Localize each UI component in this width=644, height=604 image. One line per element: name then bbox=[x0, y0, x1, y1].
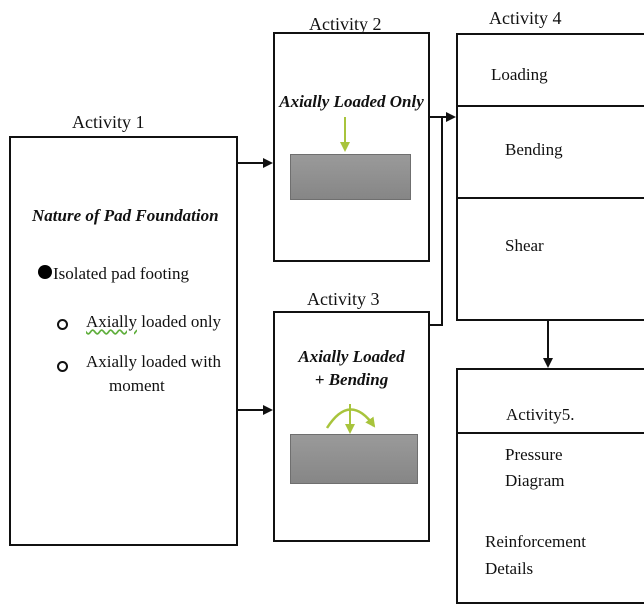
activity-3-caption-line1: Axially Loaded bbox=[298, 347, 405, 366]
isolated-pad-footing-label: Isolated pad footing bbox=[53, 264, 189, 283]
loaded-only-text: loaded only bbox=[141, 312, 222, 331]
activity-4-divider bbox=[458, 197, 644, 199]
activity-4-row-bending: Bending bbox=[505, 140, 563, 159]
reinforcement-details-line2: Details bbox=[485, 559, 534, 578]
activity-1-title: Activity 1 bbox=[72, 112, 145, 132]
connector-a3-to-a4 bbox=[430, 117, 443, 326]
activity-4-title: Activity 4 bbox=[489, 8, 562, 28]
activity-4-box: Loading Bending Shear bbox=[456, 33, 644, 321]
pad-footing-block bbox=[290, 154, 411, 200]
filled-bullet-icon bbox=[38, 265, 52, 279]
activity-5-title: Activity5. bbox=[506, 405, 575, 424]
hollow-bullet-icon bbox=[57, 319, 68, 330]
activity-2-caption: Axially Loaded Only bbox=[279, 92, 424, 111]
pressure-diagram-line2: Diagram bbox=[505, 471, 565, 490]
axially-loaded-with-moment-option-line2: moment bbox=[109, 376, 165, 395]
activity-4-row-shear: Shear bbox=[505, 236, 544, 255]
pressure-diagram-line1: Pressure bbox=[505, 445, 563, 464]
bending-moment-arrow-icon bbox=[325, 408, 376, 429]
activity-4-divider bbox=[458, 105, 644, 107]
pad-footing-block bbox=[290, 434, 418, 484]
activity-1-heading: Nature of Pad Foundation bbox=[32, 206, 219, 225]
activity-2-box: Axially Loaded Only bbox=[273, 32, 430, 262]
axially-word: Axially bbox=[86, 312, 137, 331]
activity-2-title: Activity 2 bbox=[309, 14, 382, 34]
activity-1-box: Nature of Pad Foundation Isolated pad fo… bbox=[9, 136, 238, 546]
activity-4-row-loading: Loading bbox=[491, 65, 548, 84]
axially-loaded-with-moment-option-line1: Axially loaded with bbox=[86, 352, 222, 371]
activity-5-box: Activity5. Pressure Diagram Reinforcemen… bbox=[456, 368, 644, 604]
activity-5-divider bbox=[458, 432, 644, 434]
activity-3-caption-line2: + Bending bbox=[314, 370, 389, 389]
activity-3-title: Activity 3 bbox=[307, 289, 380, 309]
axially-loaded-only-option: Axially loaded only bbox=[86, 312, 221, 332]
reinforcement-details-line1: Reinforcement bbox=[485, 532, 587, 551]
hollow-bullet-icon bbox=[57, 361, 68, 372]
